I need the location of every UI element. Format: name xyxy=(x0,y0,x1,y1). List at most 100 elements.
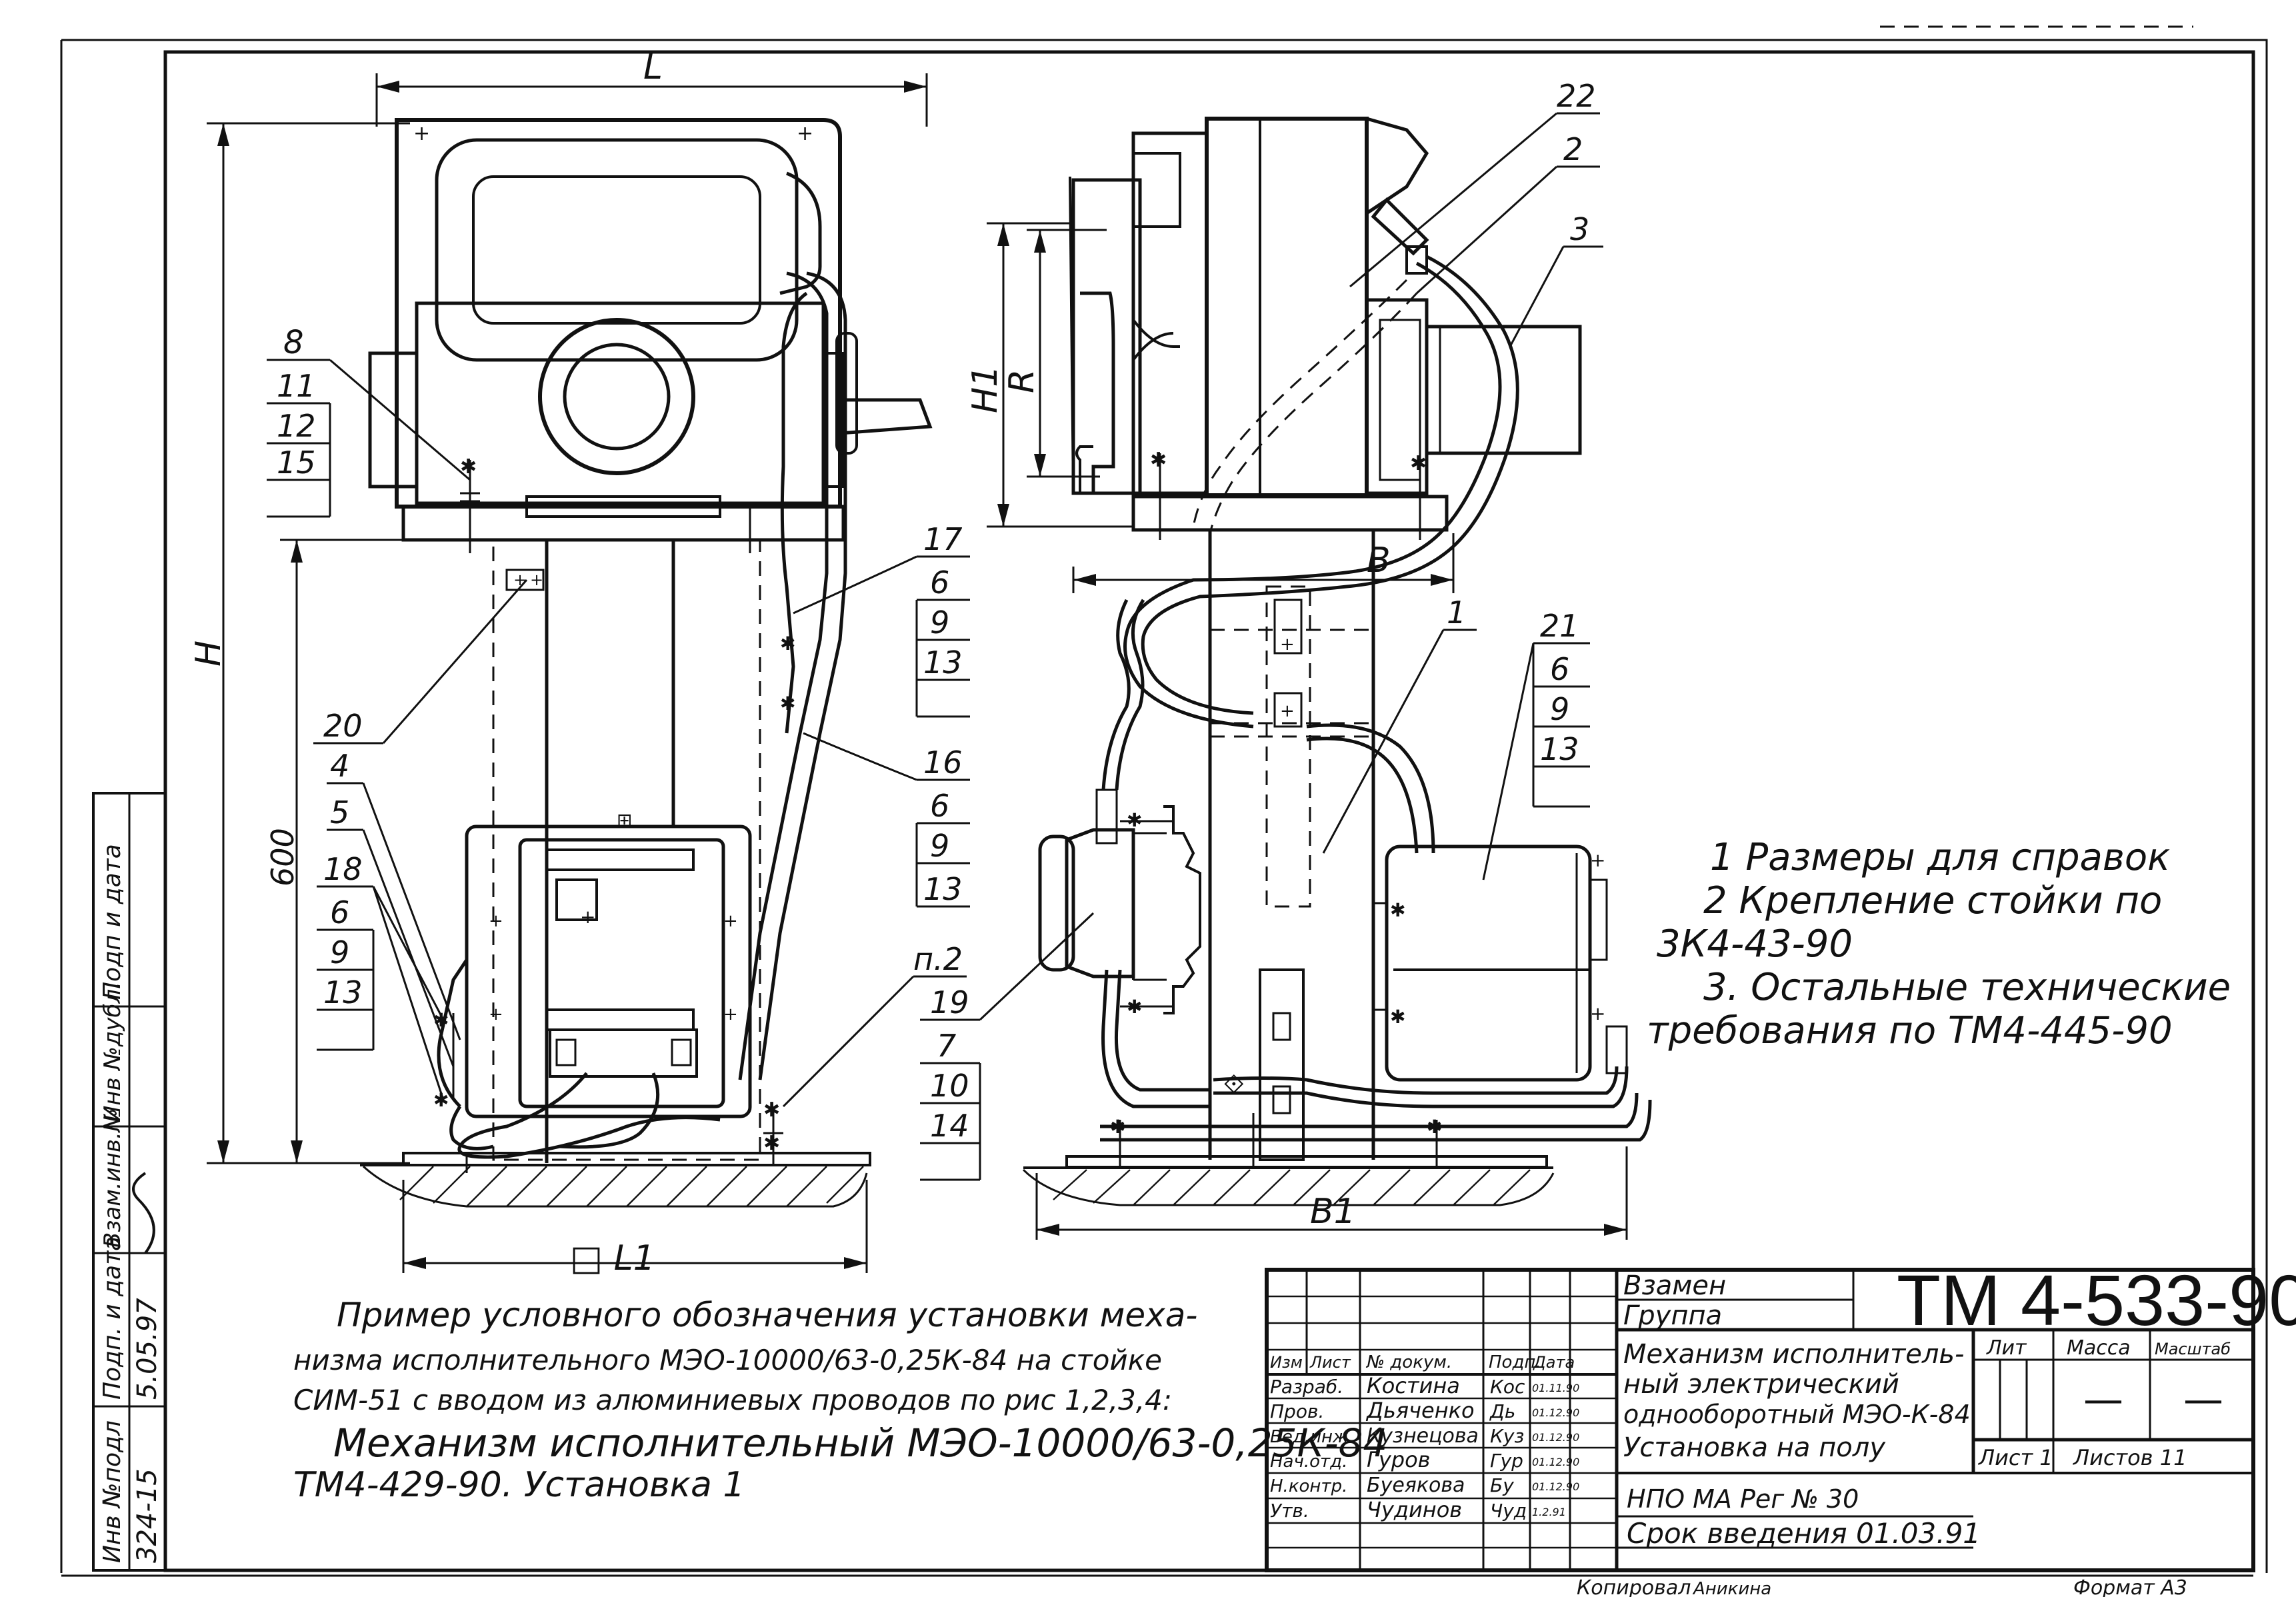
tb-massa-val: — xyxy=(2083,1376,2123,1423)
strip-inv-dubl: Инв №дубл. xyxy=(99,982,126,1122)
tb-masshtab-val: — xyxy=(2183,1376,2223,1423)
tb-role-2: Вед.инж. xyxy=(1270,1427,1354,1447)
callout-6-a: 6 xyxy=(330,894,349,930)
callout-2: 2 xyxy=(1563,131,1583,167)
strip-inv-podl: Инв №подл xyxy=(99,1420,126,1563)
svg-text:⟐: ⟐ xyxy=(1223,1069,1245,1100)
tb-h-data: Дата xyxy=(1533,1353,1575,1372)
strip-podp-data-2: Подп и дата xyxy=(99,844,126,1000)
tb-sig-4: Бу xyxy=(1490,1474,1514,1496)
dim-L: L xyxy=(643,47,663,87)
callout-3: 3 xyxy=(1570,211,1589,247)
side-view: H1 R ✱ ✱ B + + xyxy=(920,78,1652,1240)
tb-name-4: Буеякова xyxy=(1367,1474,1465,1497)
svg-text:✱: ✱ xyxy=(1390,899,1405,921)
callout-17: 17 xyxy=(923,521,963,557)
callout-19: 19 xyxy=(930,984,969,1020)
dim-R: R xyxy=(1002,369,1042,393)
callout-6-c: 6 xyxy=(930,788,949,824)
tb-date-1: 01.12.90 xyxy=(1532,1406,1579,1419)
tb-name-line-4: Установка на полу xyxy=(1623,1432,1886,1463)
tb-name-3: Гуров xyxy=(1367,1447,1431,1472)
svg-text:✱: ✱ xyxy=(780,633,795,655)
tb-srok: Срок введения 01.03.91 xyxy=(1627,1517,1981,1550)
left-inventory-strip: Инв №подл Подп. и дата Взам.инв.№ Инв №д… xyxy=(92,792,167,1572)
svg-text:✱: ✱ xyxy=(780,693,795,715)
tb-role-3: Нач.отд. xyxy=(1270,1452,1347,1472)
callout-7: 7 xyxy=(937,1028,956,1064)
tb-name-line-2: ный электрический xyxy=(1623,1369,1899,1400)
tb-date-2: 01.12.90 xyxy=(1532,1431,1579,1444)
callout-13-a: 13 xyxy=(323,974,363,1010)
tb-format: Формат А3 xyxy=(2073,1576,2187,1597)
callout-p2: п.2 xyxy=(913,941,963,977)
tb-name-2: Кузнецова xyxy=(1367,1424,1479,1448)
callout-10: 10 xyxy=(930,1068,969,1104)
svg-text:+: + xyxy=(489,911,503,931)
tb-org: НПО МА Рег № 30 xyxy=(1627,1484,1859,1514)
svg-text:⊞: ⊞ xyxy=(617,809,632,831)
tb-doc-number: ТМ 4-533-90 xyxy=(1897,1260,2296,1340)
strip-podp-data-1: Подп. и дата xyxy=(99,1236,126,1400)
tb-sig-3: Гур xyxy=(1490,1450,1523,1472)
callout-22: 22 xyxy=(1557,78,1596,114)
tb-role-4: Н.контр. xyxy=(1270,1476,1347,1496)
tb-h-podp: Подп. xyxy=(1489,1352,1541,1372)
example-line-4: Механизм исполнительный МЭО-10000/63-0,2… xyxy=(333,1420,1387,1466)
svg-text:+: + xyxy=(580,906,595,928)
callout-9-c: 9 xyxy=(930,828,949,864)
callout-13-side: 13 xyxy=(1540,731,1579,767)
tb-name-5: Чудинов xyxy=(1367,1497,1462,1522)
callout-21: 21 xyxy=(1540,608,1579,644)
tb-sig-2: Куз xyxy=(1490,1425,1524,1447)
callout-18: 18 xyxy=(323,851,363,887)
tb-lit: Лит xyxy=(1986,1336,2027,1360)
tb-date-4: 01.12.90 xyxy=(1532,1480,1579,1493)
svg-text:✱: ✱ xyxy=(1150,449,1167,472)
callout-13-b: 13 xyxy=(923,645,963,681)
svg-text:+: + xyxy=(1280,635,1295,655)
callout-1: 1 xyxy=(1447,595,1466,631)
callout-12: 12 xyxy=(277,408,316,444)
note-line-1: 1 Размеры для справок xyxy=(1710,836,2170,879)
tb-date-3: 01.12.90 xyxy=(1532,1456,1579,1468)
svg-text:+: + xyxy=(530,571,543,589)
svg-text:✱: ✱ xyxy=(763,1132,780,1155)
callout-13-c: 13 xyxy=(923,871,963,907)
callout-6-side: 6 xyxy=(1550,651,1569,687)
strip-vzam-inv: Взам.инв.№ xyxy=(99,1108,126,1248)
tb-kopiroval-sig: Аникина xyxy=(1692,1579,1771,1597)
tb-list: Лист 1 xyxy=(1978,1445,2053,1470)
svg-text:+: + xyxy=(723,911,738,931)
callout-9-a: 9 xyxy=(330,934,349,970)
dim-H: H xyxy=(189,641,229,667)
svg-text:+: + xyxy=(413,122,430,145)
tb-sig-1: Дь xyxy=(1489,1400,1515,1422)
svg-text:+: + xyxy=(1280,701,1295,721)
svg-text:✱: ✱ xyxy=(1390,1006,1405,1028)
dim-H1: H1 xyxy=(965,365,1005,413)
callout-15: 15 xyxy=(277,445,316,481)
svg-text:+: + xyxy=(1590,1002,1605,1024)
note-line-2: 2 Крепление стойки по xyxy=(1703,879,2162,922)
tb-date-0: 01.11.90 xyxy=(1532,1382,1579,1394)
front-view: L H 600 + + ✱ xyxy=(189,47,970,1278)
svg-text:✱: ✱ xyxy=(433,1009,449,1031)
tb-kopiroval: Копировал xyxy=(1577,1576,1691,1597)
tb-role-1: Пров. xyxy=(1270,1400,1324,1422)
tb-role-0: Разраб. xyxy=(1270,1376,1343,1398)
tb-name-line-3: однооборотный МЭО-К-84 xyxy=(1623,1400,1971,1429)
callout-20: 20 xyxy=(323,708,363,744)
example-designation: Пример условного обозначения установки м… xyxy=(293,1296,1387,1505)
callout-16: 16 xyxy=(923,745,963,781)
svg-text:+: + xyxy=(723,1004,738,1024)
dim-B: B xyxy=(1367,541,1391,581)
tb-massa: Масса xyxy=(2067,1336,2131,1360)
callout-5: 5 xyxy=(330,795,349,830)
dim-B1: B1 xyxy=(1310,1192,1356,1232)
example-line-5: ТМ4-429-90. Установка 1 xyxy=(293,1465,745,1505)
svg-text:✱: ✱ xyxy=(1410,452,1427,475)
callout-8: 8 xyxy=(283,324,304,361)
callout-4: 4 xyxy=(330,748,349,784)
